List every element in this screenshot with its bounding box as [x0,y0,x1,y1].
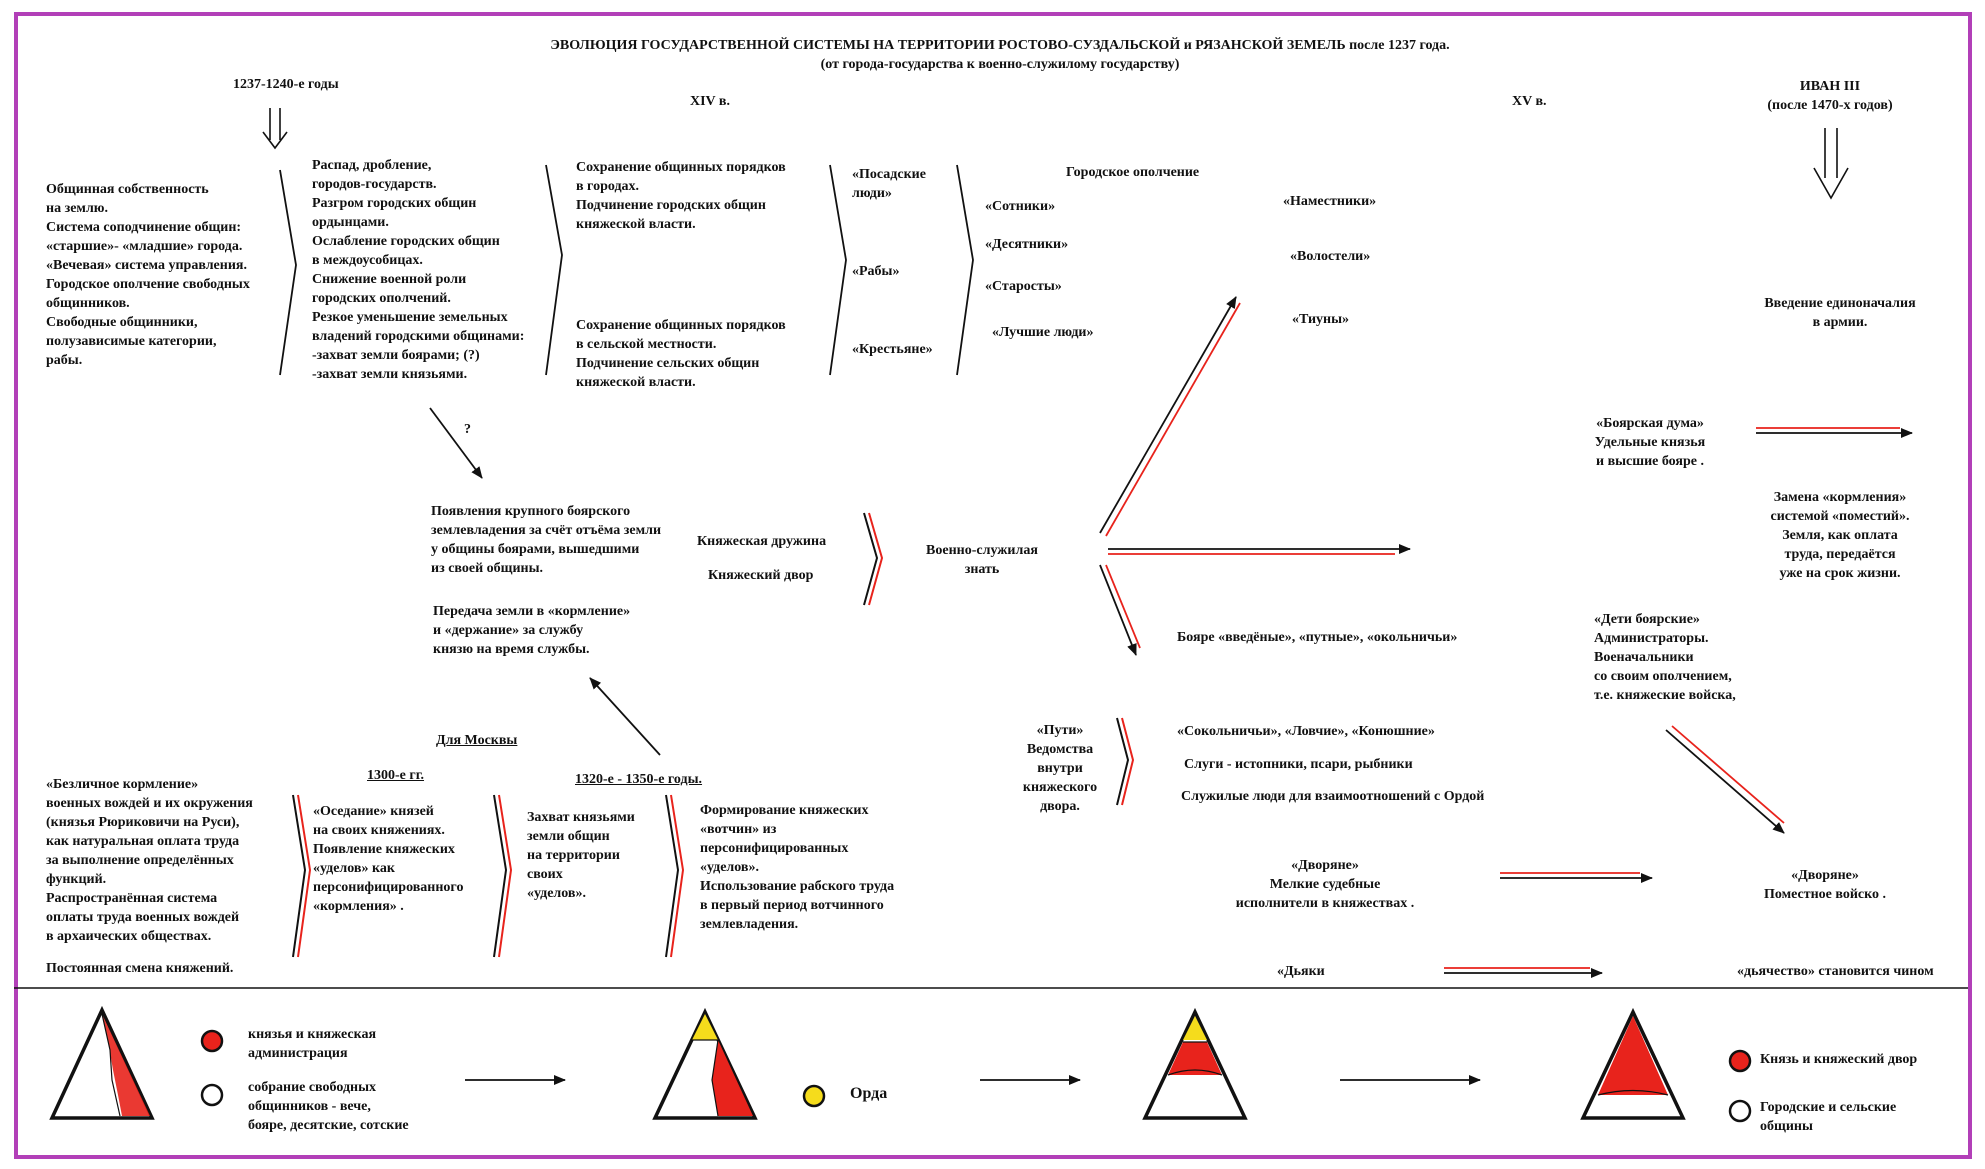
votchina-block: Формирование княжеских «вотчин» из персо… [700,803,895,932]
chevron-2 [545,164,563,376]
officials-namestniki: «Наместники» [1283,194,1377,209]
moscow-1300: 1300-е гг. [367,768,425,783]
legend-horde: Орда [850,1085,888,1102]
legend-communities: Городские и сельские общины [1760,1100,1897,1134]
militia-best: «Лучшие люди» [992,325,1094,340]
moscow-1320: 1320-е - 1350-е годы. [575,772,703,787]
dyaki-label: «Дьяки [1277,964,1325,979]
officials-tiuny: «Тиуны» [1292,312,1350,327]
legend-circle-prince [200,1029,224,1053]
double-chevrons [292,512,1135,958]
legend-circle-court [1728,1049,1752,1073]
dyachestvo-label: «дьячество» становится чином [1737,964,1934,979]
officials-volosteli: «Волостели» [1290,249,1371,264]
frame-left-border [14,12,18,1159]
legend-circle-assembly [200,1083,224,1107]
militia-starosty: «Старосты» [985,279,1062,294]
arrow-elite-up-red [1105,302,1241,537]
deti-boyarskie: «Дети боярские» Администраторы. Военачал… [1594,612,1736,703]
arrow-deti-down [1665,729,1785,834]
impersonal-kormlenie: «Безличное кормление» военных вождей и и… [46,777,253,944]
kormlenie-transfer: Передача земли в «кормление» и «держание… [433,604,631,657]
triangle-1 [49,1005,155,1120]
settling-block: «Оседание» князей на своих княжениях. По… [313,804,464,914]
legend-prince-admin: князья и княжеская администрация [248,1027,377,1061]
pomestie-block: Замена «кормления» системой «поместий». … [1770,490,1910,581]
rural-block: Сохранение общинных порядков в сельской … [576,318,786,390]
page-title: ЭВОЛЮЦИЯ ГОСУДАРСТВЕННОЙ СИСТЕМЫ НА ТЕРР… [550,38,1450,53]
chevron-4 [956,164,974,376]
chevron-3 [829,164,847,376]
boyars-ranks: Бояре «введёные», «путные», «окольничьи» [1177,630,1458,645]
legend-assembly: собрание свободных общинников - вече, бо… [248,1080,409,1133]
arrow-decay-to-boyar [429,407,483,479]
city-block: Сохранение общинных порядков в городах. … [576,160,786,232]
arrow-elite-down [1099,564,1137,656]
militia-sotniki: «Сотники» [985,199,1056,214]
page-subtitle: (от города-государства к военно-служилом… [820,57,1180,72]
period-14c: XIV в. [690,94,730,109]
boyar-duma: «Боярская дума» Удельные князья и высшие… [1594,416,1706,469]
puti-block: «Пути» Ведомства внутри княжеского двора… [1022,723,1098,814]
moscow-label: Для Москвы [436,733,518,748]
service-3: Служилые люди для взаимоотношений с Ордо… [1181,789,1485,804]
down-arrow-1237 [262,108,288,150]
down-arrow-ivan [1813,128,1849,200]
legend-circle-horde [802,1084,826,1108]
arrow-elite-up [1099,296,1237,534]
frame-bottom-border [14,1155,1972,1159]
chevron-1 [279,169,297,376]
triangle-2 [652,1007,758,1120]
militia-desyatniki: «Десятники» [985,237,1069,252]
frame-right-border [1968,12,1972,1159]
militia-title: Городское ополчение [1066,165,1200,180]
service-2: Слуги - истопники, псари, рыбники [1184,757,1413,772]
prince-druzhina: Княжеская дружина [697,534,827,549]
service-1: «Сокольничьи», «Ловчие», «Конюшние» [1177,724,1435,739]
boyar-land: Появления крупного боярского землевладен… [431,504,662,576]
period-1237: 1237-1240-е годы [233,77,339,92]
arrow-votchina-up [589,677,661,756]
triangle-4 [1580,1007,1686,1120]
group-posad: «Посадские люди» [852,167,926,201]
frame-top-border [14,12,1972,16]
chevrons [279,164,974,376]
prince-dvor: Княжеский двор [708,568,814,583]
left-block: Общинная собственность на землю. Система… [46,182,250,368]
army-unity: Введение единоначалия в армии. [1764,296,1916,330]
decay-block: Распад, дробление, городов-государств. Р… [312,158,525,382]
period-ivan-sub: (после 1470-х годов) [1767,98,1893,113]
triangle-3 [1142,1007,1248,1120]
military-elite: Военно-служилая знать [926,543,1038,577]
question-mark: ? [464,422,471,437]
legend-prince-court: Князь и княжеский двор [1760,1052,1918,1067]
legend-circle-communities [1728,1099,1752,1123]
constant-change: Постоянная смена княжений. [46,961,234,976]
period-15c: XV в. [1512,94,1547,109]
dvoryane-final: «Дворяне» Поместное войско . [1763,868,1887,902]
capture-block: Захват князьями земли общин на территори… [527,810,635,901]
dvoryane-small: «Дворяне» Мелкие судебные исполнители в … [1235,858,1415,911]
group-slaves: «Рабы» [852,264,900,279]
period-ivan: ИВАН III [1799,79,1861,94]
group-peasants: «Крестьяне» [852,342,933,357]
